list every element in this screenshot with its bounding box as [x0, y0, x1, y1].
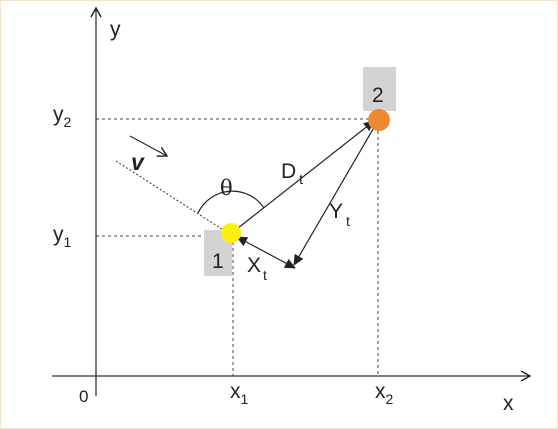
- point-2-label: 2: [372, 84, 384, 107]
- y2-tick-label: y2: [53, 103, 72, 130]
- point-1-label: 1: [212, 250, 224, 273]
- y1-base: y: [53, 223, 64, 246]
- X-sub: t: [263, 267, 267, 283]
- velocity-label: v: [131, 149, 145, 175]
- point-2: [368, 109, 390, 131]
- point-2-badge: [363, 67, 396, 111]
- velocity-arrow: [129, 135, 169, 157]
- vector-X: [236, 236, 296, 269]
- x1-base: x: [230, 380, 241, 403]
- point-1: [221, 223, 241, 243]
- D-base: D: [281, 160, 296, 183]
- x1-sub: 1: [241, 391, 249, 407]
- theta-label: θ: [220, 176, 233, 200]
- Y-sub: t: [346, 213, 350, 229]
- y2-sub: 2: [64, 114, 72, 130]
- y-axis-label: y: [110, 18, 121, 41]
- D-sub: t: [299, 171, 303, 187]
- x1-tick-label: x1: [230, 380, 249, 407]
- Y-base: Y: [329, 200, 343, 223]
- x2-sub: 2: [386, 391, 394, 407]
- x2-tick-label: x2: [375, 380, 394, 407]
- y1-tick-label: y1: [53, 223, 72, 250]
- theta-arc: [197, 190, 265, 214]
- y2-base: y: [53, 103, 64, 126]
- origin-label: 0: [79, 387, 88, 406]
- vector-Y: [293, 123, 377, 266]
- x2-base: x: [375, 380, 386, 403]
- y1-sub: 1: [64, 234, 72, 250]
- x-axis-label: x: [503, 392, 514, 415]
- X-base: X: [247, 254, 261, 277]
- vector-D: [232, 120, 375, 233]
